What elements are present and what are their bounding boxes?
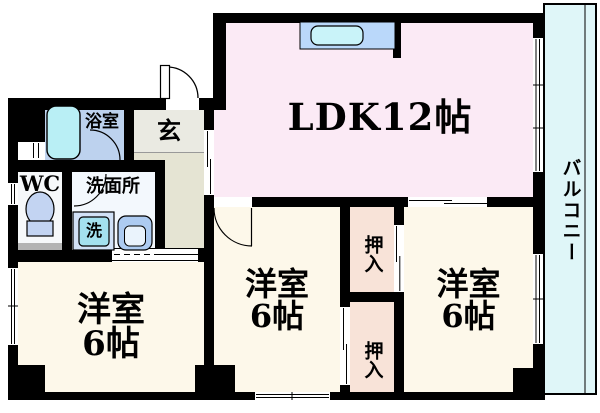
room-size: 6帖	[441, 296, 496, 335]
bath-label: 浴室	[85, 111, 119, 132]
western-room-left-label: 洋室 6帖	[18, 262, 204, 392]
wall-roomleft-top	[18, 250, 112, 262]
roomleft-door-opening	[112, 248, 198, 261]
entrance-door-leaf	[159, 64, 171, 100]
pillar-bottom-right	[513, 368, 533, 392]
washer-label: 洗	[85, 221, 102, 240]
room-size: 6帖	[82, 324, 140, 364]
ldk-rightroom-slider	[408, 197, 487, 207]
wall-ldk-bottom	[204, 197, 543, 207]
wall-closet-divider	[340, 292, 404, 302]
western-room-left-area	[18, 262, 204, 392]
western-room-right-area	[404, 207, 533, 392]
closet-bottom-label: 押入	[361, 341, 384, 379]
wall-ldk-left-block	[213, 13, 226, 110]
closet-bottom-area	[350, 302, 394, 392]
room-size: 6帖	[249, 296, 305, 335]
wall-kitchen-stub	[393, 13, 401, 58]
ldk-label: LDK12帖	[287, 94, 473, 139]
ldk-area	[214, 23, 533, 197]
closet-top-fusuma	[394, 225, 404, 292]
midroom-door-opening	[214, 197, 252, 207]
wall-left-block-a	[18, 100, 45, 142]
wall-right-col-a	[533, 23, 543, 38]
pillar-bottom-left	[15, 365, 45, 392]
wc-label: WC	[19, 170, 61, 196]
entrance-label: 玄	[157, 116, 181, 145]
wall-bath-entrance	[124, 98, 134, 172]
wc-shelf	[18, 243, 62, 253]
bath-window	[18, 142, 45, 160]
room-name: 洋室	[77, 290, 145, 330]
rightroom-balcony-window	[533, 254, 543, 344]
balcony-label: バルコニー	[559, 157, 582, 263]
hall-ldk-slider	[204, 130, 214, 195]
hallway-area-lower	[165, 162, 204, 250]
closet-bottom-fusuma	[340, 307, 350, 385]
wall-right-col-b	[533, 172, 543, 254]
room-name: 洋室	[436, 264, 501, 303]
wc-window	[8, 183, 18, 205]
room-name: 洋室	[244, 264, 309, 303]
roomleft-window	[8, 268, 18, 345]
wall-left-outer	[8, 98, 18, 400]
western-room-mid-label: 洋室 6帖	[214, 207, 340, 392]
pillar-bottom-mid	[195, 365, 235, 392]
entrance-area	[134, 110, 204, 152]
wall-top-main	[213, 13, 543, 23]
wall-washroom-right	[155, 162, 165, 250]
washroom-label: 洗面所	[86, 176, 140, 197]
wall-hall-ldk-upper	[204, 98, 214, 130]
balcony-area	[543, 3, 597, 395]
closet-top-label: 押入	[361, 235, 384, 273]
wall-hall-ldk-lower	[204, 195, 214, 400]
entrance-door-arc	[166, 66, 199, 99]
midroom-bottom-window	[255, 392, 330, 400]
hallway-area	[134, 152, 204, 162]
entrance-door-opening	[166, 98, 199, 110]
closet-top-area	[350, 207, 394, 292]
wall-wc-washroom	[62, 160, 72, 250]
western-room-right-label: 洋室 6帖	[404, 207, 533, 392]
wall-right-col-c	[533, 344, 543, 392]
wall-roomleft-top-corner	[198, 248, 214, 262]
ldk-balcony-window	[533, 38, 543, 172]
